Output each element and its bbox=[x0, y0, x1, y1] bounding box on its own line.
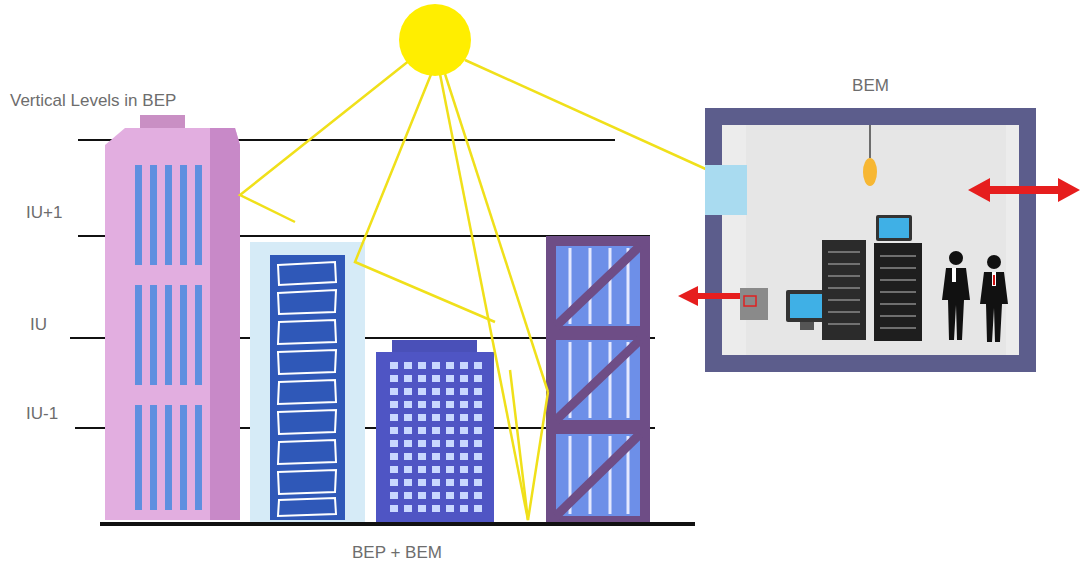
level-label: IU bbox=[30, 316, 47, 335]
level-label: IU-1 bbox=[26, 405, 58, 424]
level-label: IU+1 bbox=[26, 204, 62, 223]
low-building bbox=[376, 340, 494, 522]
sun-rays bbox=[240, 60, 752, 520]
heat-flow-arrows bbox=[678, 178, 1080, 306]
braced-building bbox=[546, 236, 650, 524]
bem-room bbox=[705, 108, 1036, 372]
building-energy-model-box: BEM bbox=[705, 108, 1036, 372]
axis-title: Vertical Levels in BEP bbox=[10, 92, 176, 111]
glass-building bbox=[250, 242, 365, 522]
box-heading: BEM bbox=[705, 77, 1036, 96]
tall-building bbox=[105, 115, 240, 520]
ground-line bbox=[100, 522, 695, 526]
sun bbox=[399, 4, 471, 76]
figure-caption: BEP + BEM bbox=[352, 544, 442, 563]
